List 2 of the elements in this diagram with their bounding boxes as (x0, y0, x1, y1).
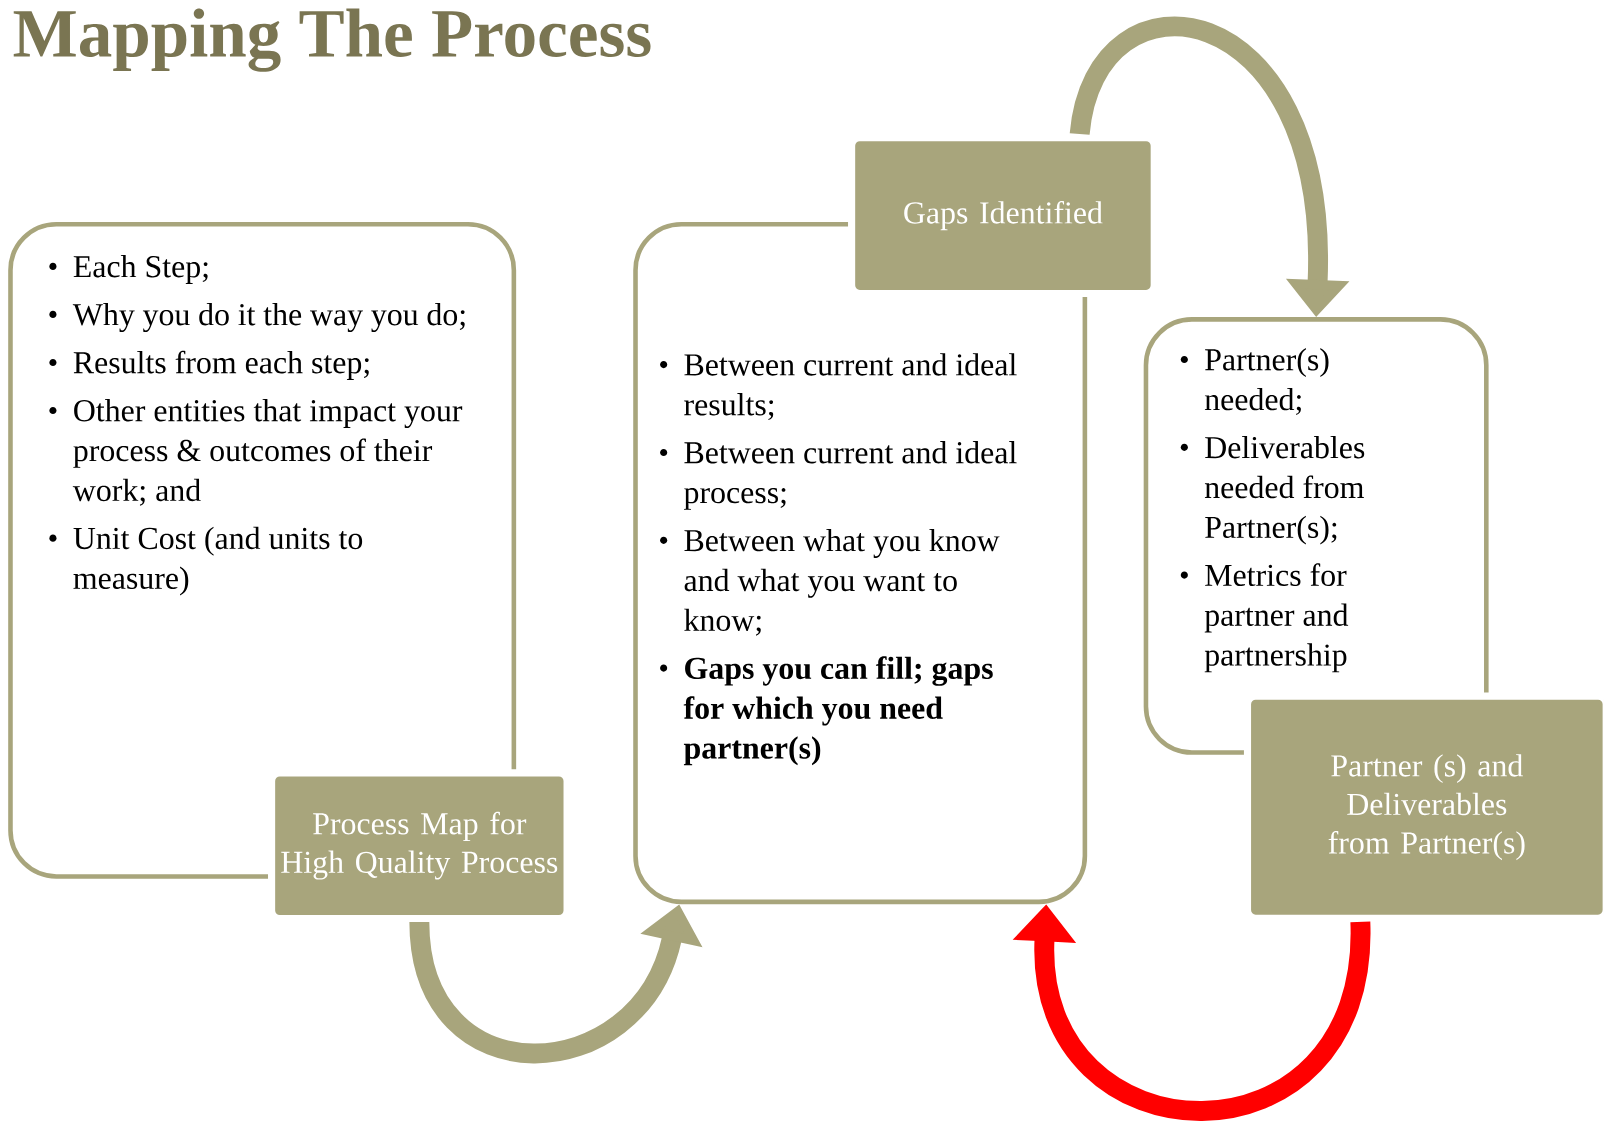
title: Mapping The Process (13, 8, 651, 72)
label-box: Partner (s) and Deliverables from Partner(s) (1243, 692, 1604, 922)
